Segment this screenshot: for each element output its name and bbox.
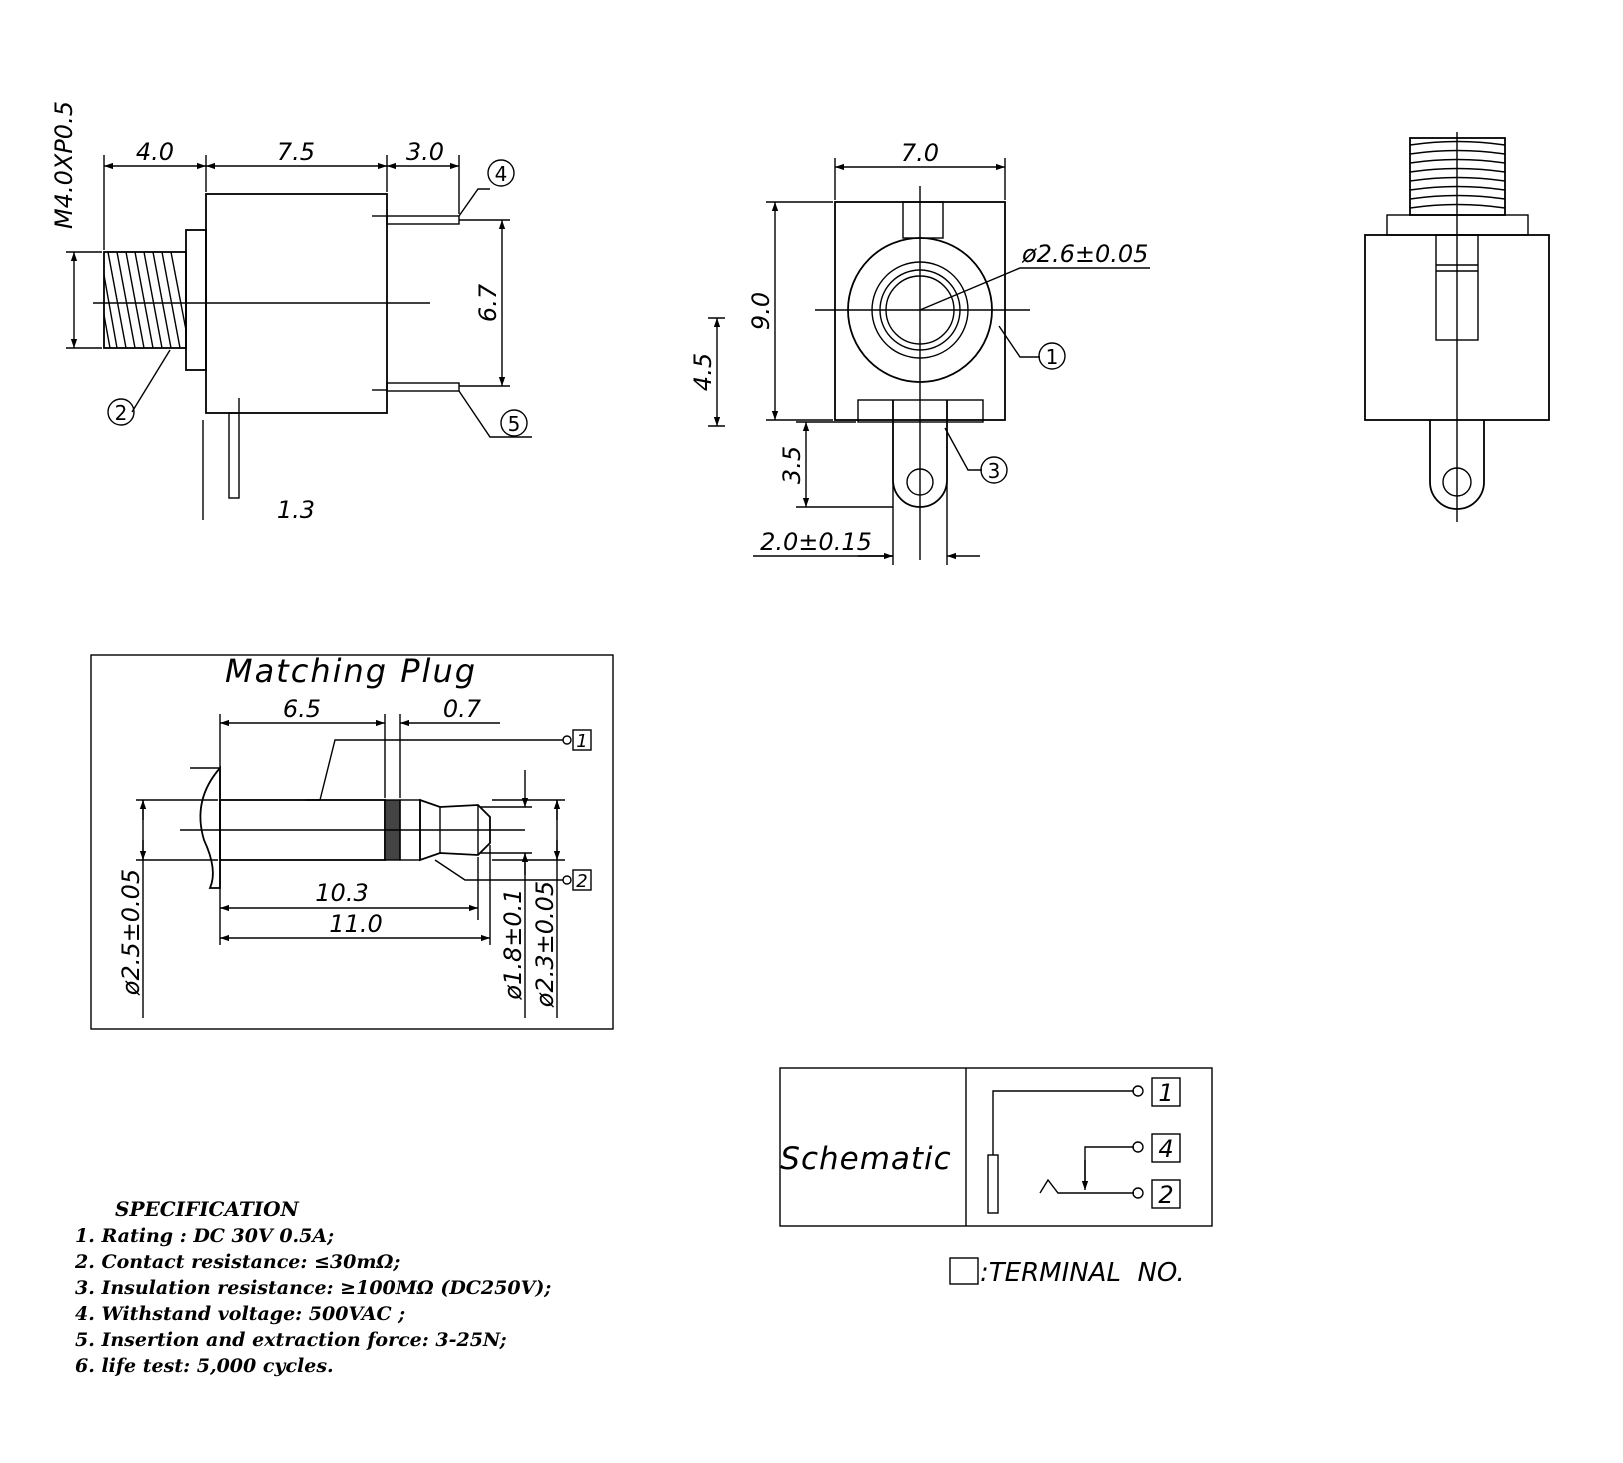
- schematic-terminal-4-label: 4: [1158, 1135, 1173, 1163]
- spec-item-3: 3. Insulation resistance: ≥100MΩ (DC250V…: [75, 1277, 551, 1299]
- callout-3-circle: [980, 456, 1008, 484]
- plug-title: Matching Plug: [225, 652, 477, 690]
- dim-lug-label: 3.5: [778, 446, 806, 484]
- dim-pin-label: 3.0: [406, 138, 444, 166]
- dim-tip-start-label: 10.3: [315, 879, 368, 907]
- spec-title: SPECIFICATION: [115, 1197, 300, 1221]
- schematic-terminal-1-label: 1: [1158, 1079, 1173, 1107]
- pin-top: [386, 215, 460, 225]
- spec-item-5: 5. Insertion and extraction force: 3-25N…: [75, 1329, 507, 1351]
- dim-center-label: 4.5: [689, 353, 717, 391]
- schematic-sleeve-contact: [987, 1154, 999, 1214]
- plug-terminal-1-box: [572, 729, 592, 751]
- schematic-terminal-2-box: [1151, 1179, 1181, 1209]
- callout-4-circle: [487, 159, 515, 187]
- schematic-terminal-4-box: [1151, 1133, 1181, 1163]
- plug-tip: [419, 798, 491, 862]
- dim-tip-dia-label: ø2.3±0.05: [531, 881, 559, 1008]
- callout-3-label: 3: [988, 459, 1001, 483]
- dim-front-label: 4.0: [136, 138, 174, 166]
- dim-ring-label: 0.7: [443, 695, 482, 723]
- top-notch: [902, 201, 944, 239]
- dim-width-label: 7.0: [901, 139, 939, 167]
- specification: SPECIFICATION 1. Rating : DC 30V 0.5A; 2…: [74, 1197, 551, 1377]
- callout-2-label: 2: [115, 401, 128, 425]
- schematic-label: Schematic: [780, 1141, 951, 1177]
- plug-terminal-1-label: 1: [576, 731, 587, 752]
- schematic-frame: [779, 1067, 1213, 1227]
- dim-neck-dia-label: ø1.8±0.1: [499, 888, 527, 1000]
- schematic-panel: Schematic 1 4 2 :TERMINAL NO.: [779, 1067, 1213, 1288]
- dim-overall-label: 11.0: [329, 910, 382, 938]
- dim-pin-spacing-label: 6.7: [474, 283, 502, 322]
- dim-bottom-pin-label: 1.3: [277, 496, 315, 524]
- thread-label: M4.0XP0.5: [50, 101, 78, 229]
- plug-terminal-2-box: [572, 869, 592, 891]
- dim-lug-width-label: 2.0±0.15: [760, 528, 872, 556]
- front-view: 7.0 9.0 4.5 3.5 2.0±0.15 ø2.6±0.05 1 3: [689, 139, 1150, 565]
- right-view: [1364, 132, 1550, 522]
- callout-1-label: 1: [1046, 345, 1059, 369]
- plug-terminal-2-label: 2: [576, 871, 587, 892]
- callout-5-label: 5: [508, 412, 521, 436]
- callout-5-circle: [500, 409, 528, 437]
- callout-1-circle: [1038, 342, 1066, 370]
- spec-item-6: 6. life test: 5,000 cycles.: [75, 1355, 334, 1377]
- pin-bottom: [386, 382, 460, 392]
- spec-item-1: 1. Rating : DC 30V 0.5A;: [75, 1225, 334, 1247]
- schematic-terminal-1-box: [1151, 1077, 1181, 1107]
- side-view: 4.0 7.5 3.0 M4.0XP0.5 6.7 1.3 2 4 5: [50, 101, 532, 524]
- thread-lines: [103, 251, 187, 349]
- dim-sleeve-dia-label: ø2.5±0.05: [117, 869, 145, 996]
- callout-2-circle: [107, 398, 135, 426]
- matching-plug-panel: Matching Plug 6.5 0.7 1 2 10.3: [90, 652, 614, 1030]
- plug-frame: [90, 654, 614, 1030]
- legend-box: [949, 1257, 979, 1285]
- dim-height-label: 9.0: [747, 292, 775, 330]
- callout-4-label: 4: [495, 162, 508, 186]
- spec-item-4: 4. Withstand voltage: 500VAC ;: [75, 1303, 405, 1325]
- dim-body-label: 7.5: [277, 138, 315, 166]
- spec-item-2: 2. Contact resistance: ≤30mΩ;: [74, 1251, 400, 1273]
- plug-flange: [199, 765, 221, 889]
- dim-hole-label: ø2.6±0.05: [1021, 240, 1148, 268]
- dim-sleeve-label: 6.5: [283, 695, 321, 723]
- flange: [185, 229, 207, 371]
- schematic-terminal-2-label: 2: [1158, 1181, 1173, 1209]
- legend-label: :TERMINAL NO.: [980, 1258, 1185, 1288]
- pin-down: [228, 412, 240, 499]
